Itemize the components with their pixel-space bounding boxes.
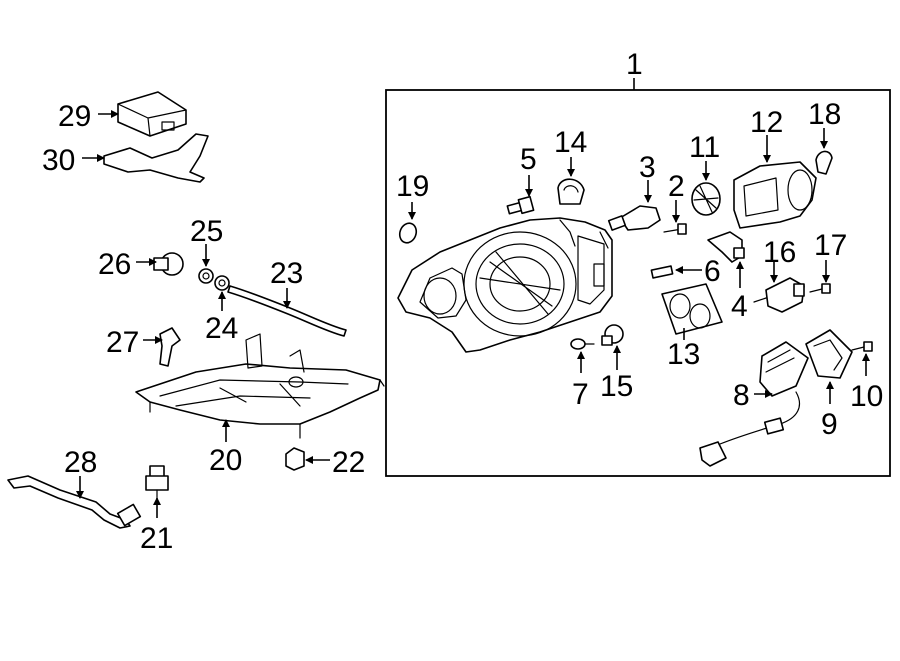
callout-5: 5	[520, 143, 537, 176]
o-ring-19	[398, 222, 418, 244]
callout-29: 29	[58, 100, 91, 133]
callout-18: 18	[808, 98, 841, 131]
nut-22	[285, 447, 305, 471]
callout-1: 1	[626, 48, 643, 81]
callout-17: 17	[814, 229, 847, 262]
callout-20: 20	[209, 444, 242, 477]
callout-28: 28	[64, 446, 97, 479]
callout-23: 23	[270, 257, 303, 290]
clip-18	[815, 150, 833, 175]
callout-16: 16	[763, 236, 796, 269]
callout-21: 21	[140, 522, 173, 555]
module-29	[117, 91, 187, 137]
motor-16	[753, 277, 805, 313]
bulb-6	[650, 265, 674, 279]
screw-2	[663, 223, 687, 235]
callout-25: 25	[190, 215, 223, 248]
callout-8: 8	[733, 379, 750, 412]
callout-12: 12	[750, 106, 783, 139]
socket-4	[707, 231, 745, 263]
screw-10	[851, 341, 873, 352]
tray-20	[135, 333, 385, 439]
socket-15	[601, 324, 624, 346]
callout-14: 14	[554, 126, 587, 159]
grommet-26	[153, 252, 184, 276]
callout-24: 24	[205, 312, 238, 345]
gasket-13	[661, 283, 723, 335]
callout-15: 15	[600, 370, 633, 403]
control-unit-8	[699, 341, 809, 467]
callout-27: 27	[106, 326, 139, 359]
clip-14	[557, 178, 585, 205]
callout-3: 3	[639, 151, 656, 184]
bracket-30	[103, 133, 209, 183]
cover-12	[733, 161, 817, 229]
headlamp-housing	[397, 217, 613, 353]
callout-11: 11	[689, 131, 720, 164]
callout-4: 4	[731, 290, 748, 323]
callout-13: 13	[667, 338, 700, 371]
callout-2: 2	[668, 170, 685, 203]
callout-7: 7	[572, 378, 589, 411]
assembly-frame	[385, 89, 891, 477]
sensor-21	[145, 465, 169, 501]
callout-22: 22	[332, 446, 365, 479]
screw-17	[809, 283, 831, 294]
callout-19: 19	[396, 170, 429, 203]
callout-26: 26	[98, 248, 131, 281]
callout-30: 30	[42, 144, 75, 177]
ballast-9	[805, 329, 853, 379]
callout-6: 6	[704, 255, 721, 288]
bulb-7	[570, 338, 595, 350]
callout-9: 9	[821, 408, 838, 441]
sensor-link-28	[7, 475, 142, 529]
bushing-24	[214, 275, 230, 291]
bulb-3	[607, 205, 661, 231]
rod-23	[227, 285, 347, 337]
cap-11	[691, 182, 721, 216]
bulb-5	[506, 195, 535, 215]
bushing-25	[198, 268, 214, 284]
callout-10: 10	[850, 380, 883, 413]
bracket-27	[159, 327, 181, 367]
